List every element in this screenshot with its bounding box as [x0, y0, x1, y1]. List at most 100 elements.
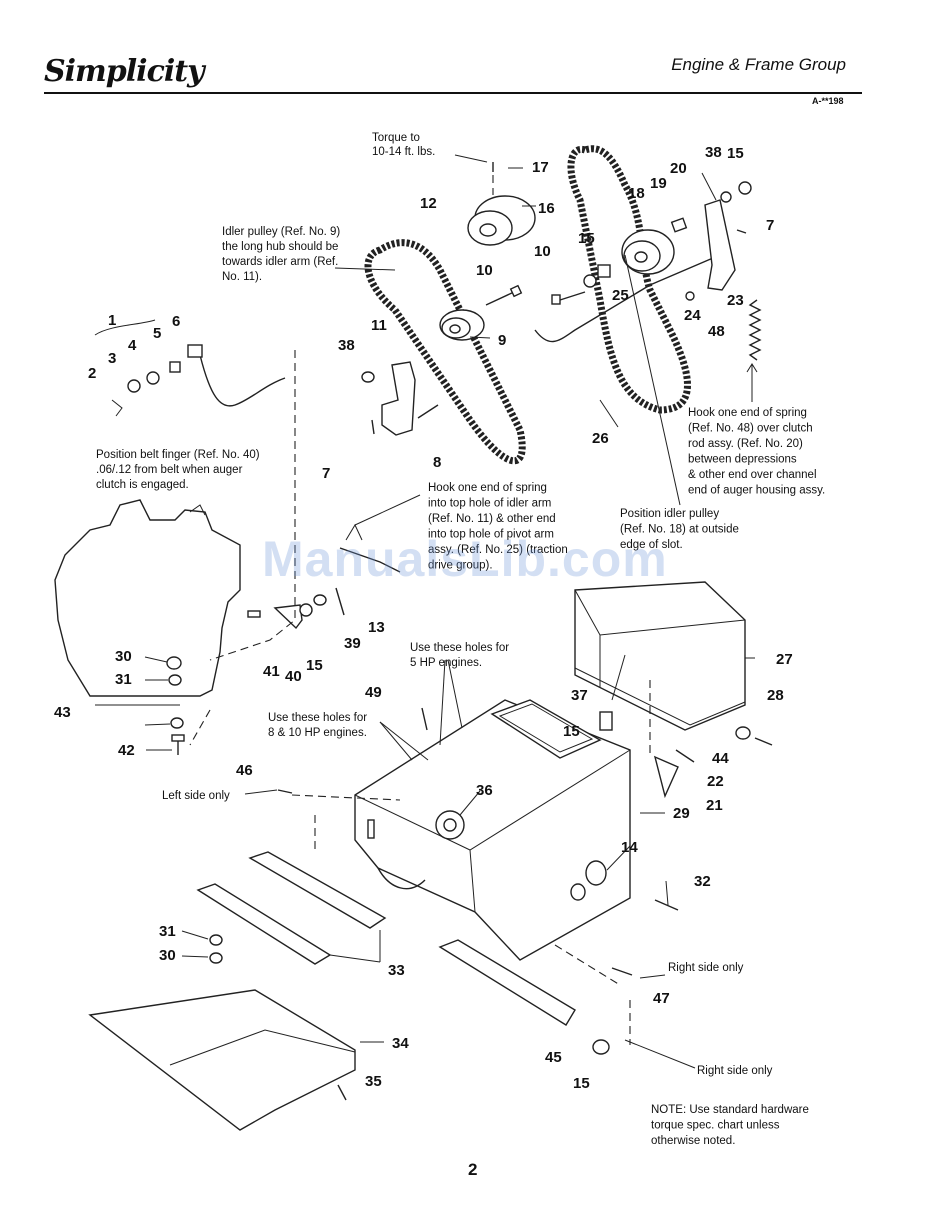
note-holes-8hp-line-1: Use these holes for: [268, 712, 367, 724]
part-number-23-28: 23: [727, 292, 744, 309]
part-number-32-39: 32: [694, 873, 711, 890]
screw-28: [754, 737, 773, 746]
part-number-7-7: 7: [766, 217, 774, 234]
part-number-3-2: 3: [108, 350, 116, 367]
part-number-13-14: 13: [368, 619, 385, 636]
note-holes-8hp-line-2: 8 & 10 HP engines.: [268, 727, 367, 739]
bolt-32: [654, 899, 679, 911]
part-number-15-16: 15: [578, 230, 595, 247]
page-number: 2: [468, 1160, 478, 1179]
idler-pulley-18: [621, 229, 675, 275]
nut-44: [735, 726, 751, 740]
part-number-30-36: 30: [159, 947, 176, 964]
bolt-49: [421, 707, 428, 731]
washer-31-mid: [313, 594, 327, 606]
note-hook-spring-48-line-3: rod assy. (Ref. No. 20): [688, 438, 803, 450]
part-number-2-1: 2: [88, 365, 96, 382]
part-number-42-50: 42: [118, 742, 135, 759]
washer-31-left: [168, 674, 182, 686]
part-number-43-51: 43: [54, 704, 71, 721]
engine-pulley-16: [467, 195, 536, 246]
note-right-side-1-line-1: Right side only: [668, 962, 744, 974]
note-hook-spring-48-line-6: end of auger housing assy.: [688, 485, 825, 497]
washer-15-top: [583, 274, 597, 288]
part-number-8-8: 8: [433, 454, 441, 471]
part-number-15-17: 15: [727, 145, 744, 162]
part-number-15-20: 15: [573, 1075, 590, 1092]
note-hook-spring-idler-line-2: into top hole of idler arm: [428, 498, 551, 510]
skid-plate-34: [88, 989, 356, 1131]
washer-15-bottom: [592, 1039, 610, 1055]
part-number-4-3: 4: [128, 337, 137, 354]
note-hook-spring-48-line-2: (Ref. No. 48) over clutch: [688, 423, 813, 435]
bracket-21: [653, 755, 679, 799]
bolt-47: [611, 967, 633, 976]
part-number-19-24: 19: [650, 175, 667, 192]
pin-7-right: [736, 229, 747, 234]
part-number-9-9: 9: [498, 332, 506, 349]
note-hardware-line-1: NOTE: Use standard hardware: [651, 1104, 809, 1116]
engine-rail-33: [196, 851, 387, 965]
note-hook-spring-idler-line-1: Hook one end of spring: [428, 482, 547, 494]
note-holes-5hp-line-2: 5 HP engines.: [410, 657, 482, 669]
note-position-idler-line-1: Position idler pulley: [620, 508, 719, 520]
note-idler-pulley-line-1: Idler pulley (Ref. No. 9): [222, 226, 340, 238]
part-number-26-31: 26: [592, 430, 609, 447]
bolt-42: [171, 734, 185, 755]
part-number-10-10: 10: [476, 262, 493, 279]
part-number-6-5: 6: [172, 313, 180, 330]
note-hook-spring-idler-line-6: drive group).: [428, 560, 493, 572]
part-number-45-53: 45: [545, 1049, 562, 1066]
note-hardware-line-2: torque spec. chart unless: [651, 1120, 780, 1132]
simplicity-logo: Simplicity: [44, 54, 205, 89]
part-number-40-48: 40: [285, 668, 302, 685]
part-number-1-0: 1: [108, 312, 116, 329]
clutch-rod-20: [534, 199, 736, 343]
part-number-29-34: 29: [673, 805, 690, 822]
bushing-25: [597, 264, 611, 278]
auger-housing-29: [354, 699, 631, 961]
part-number-10-11: 10: [534, 243, 551, 260]
bolt-10-left: [485, 284, 523, 306]
washer-15-right: [720, 191, 732, 203]
note-belt-finger-line-3: clutch is engaged.: [96, 479, 189, 491]
note-hardware-line-3: otherwise noted.: [651, 1135, 735, 1147]
alignment-line-e: [554, 944, 621, 986]
spacer-19: [670, 217, 688, 233]
part-number-5-4: 5: [153, 325, 161, 342]
nut-30-lower: [209, 952, 223, 964]
note-hook-spring-idler-line-5: assy. (Ref. No. 25) (traction: [428, 544, 568, 556]
bolt-10-right: [551, 291, 586, 305]
idler-arm-11: [381, 361, 416, 436]
traction-belt-26: [567, 145, 691, 414]
part-number-46-54: 46: [236, 762, 253, 779]
part-number-35-42: 35: [365, 1073, 382, 1090]
nut-38-right: [738, 181, 752, 195]
note-left-side-line-1: Left side only: [162, 790, 230, 802]
part-number-24-29: 24: [684, 307, 701, 324]
leader-lines: [95, 154, 755, 1069]
part-number-38-46: 38: [705, 144, 722, 161]
spring-48: [746, 299, 762, 402]
part-number-14-15: 14: [621, 839, 638, 856]
part-number-38-45: 38: [338, 337, 355, 354]
part-number-20-25: 20: [670, 160, 687, 177]
note-torque-line-2: 10-14 ft. lbs.: [372, 146, 435, 158]
washer-38-left: [361, 371, 375, 383]
part-number-30-35: 30: [115, 648, 132, 665]
washer-15-lower: [170, 717, 184, 729]
part-number-49-57: 49: [365, 684, 382, 701]
alignment-line-b: [189, 709, 211, 746]
part-number-12-13: 12: [420, 195, 437, 212]
note-idler-pulley-line-4: No. 11).: [222, 271, 262, 283]
spark-plug-wire-1: [94, 319, 286, 417]
note-belt-finger-line-2: .06/.12 from belt when auger: [96, 464, 243, 476]
part-number-47-55: 47: [653, 990, 670, 1007]
part-number-17-22: 17: [532, 159, 549, 176]
part-number-34-41: 34: [392, 1035, 409, 1052]
part-number-27-32: 27: [776, 651, 793, 668]
part-number-41-49: 41: [263, 663, 280, 680]
part-number-22-27: 22: [707, 773, 724, 790]
part-number-16-21: 16: [538, 200, 555, 217]
